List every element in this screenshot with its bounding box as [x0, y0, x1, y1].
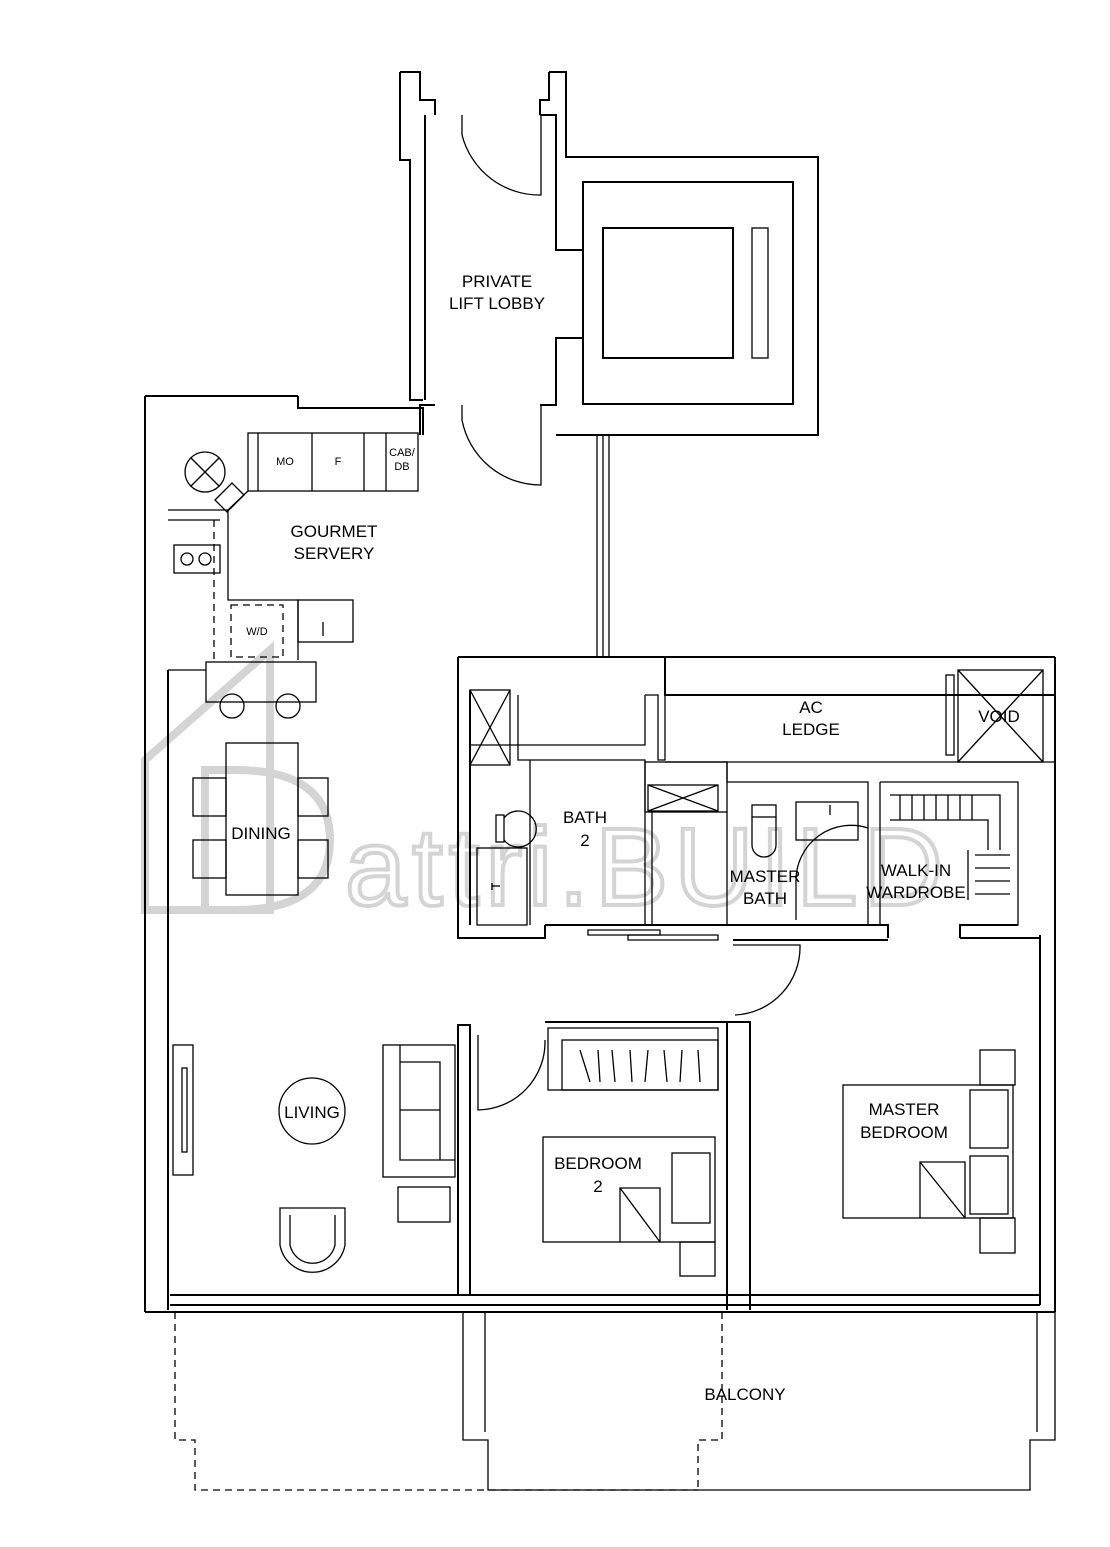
- bath2-label-2: 2: [580, 831, 589, 850]
- master-bedroom-label-2: BEDROOM: [860, 1123, 948, 1142]
- ac-ledge-label-1: AC: [799, 698, 823, 717]
- dining-table: [192, 742, 329, 896]
- fridge-label: F: [335, 456, 342, 468]
- master-bath-label-1: MASTER: [730, 867, 801, 886]
- lift-lobby-label-1: PRIVATE: [462, 272, 532, 291]
- ac-ledge-label-2: LEDGE: [782, 720, 840, 739]
- bedroom-walls: [457, 924, 1040, 1310]
- void-label: VOID: [978, 707, 1020, 726]
- watermark: attri.BUILD: [141, 641, 945, 931]
- servery-fixtures: [168, 432, 419, 719]
- balcony: [174, 1312, 1056, 1491]
- bedroom2-label-2: 2: [593, 1177, 602, 1196]
- living-furniture: [172, 1044, 456, 1273]
- lift-lobby-label-2: LIFT LOBBY: [449, 294, 545, 313]
- servery-label-2: SERVERY: [294, 544, 375, 563]
- lift-lobby-walls: [399, 71, 819, 657]
- walk-in-label-1: WALK-IN: [881, 861, 951, 880]
- cab-db-label-2: DB: [394, 461, 409, 473]
- master-bath: [644, 761, 869, 925]
- cab-db-label-1: CAB/: [389, 447, 416, 459]
- master-bed: [842, 1049, 1016, 1254]
- wd-label: W/D: [246, 626, 267, 638]
- walk-in-label-2: WARDROBE: [866, 883, 966, 902]
- balcony-label: BALCONY: [704, 1385, 785, 1404]
- outer-walls: [144, 395, 1056, 1313]
- master-bedroom-label-1: MASTER: [869, 1100, 940, 1119]
- bath2-label-1: BATH: [563, 808, 607, 827]
- dining-label: DINING: [231, 824, 291, 843]
- bedroom2-label-1: BEDROOM: [554, 1154, 642, 1173]
- servery-label-1: GOURMET: [291, 522, 378, 541]
- mo-label: MO: [276, 456, 294, 468]
- living-label: LIVING: [284, 1103, 340, 1122]
- bedroom2-bed: [542, 1136, 716, 1277]
- service-block: [457, 656, 1055, 939]
- master-bath-label-2: BATH: [743, 889, 787, 908]
